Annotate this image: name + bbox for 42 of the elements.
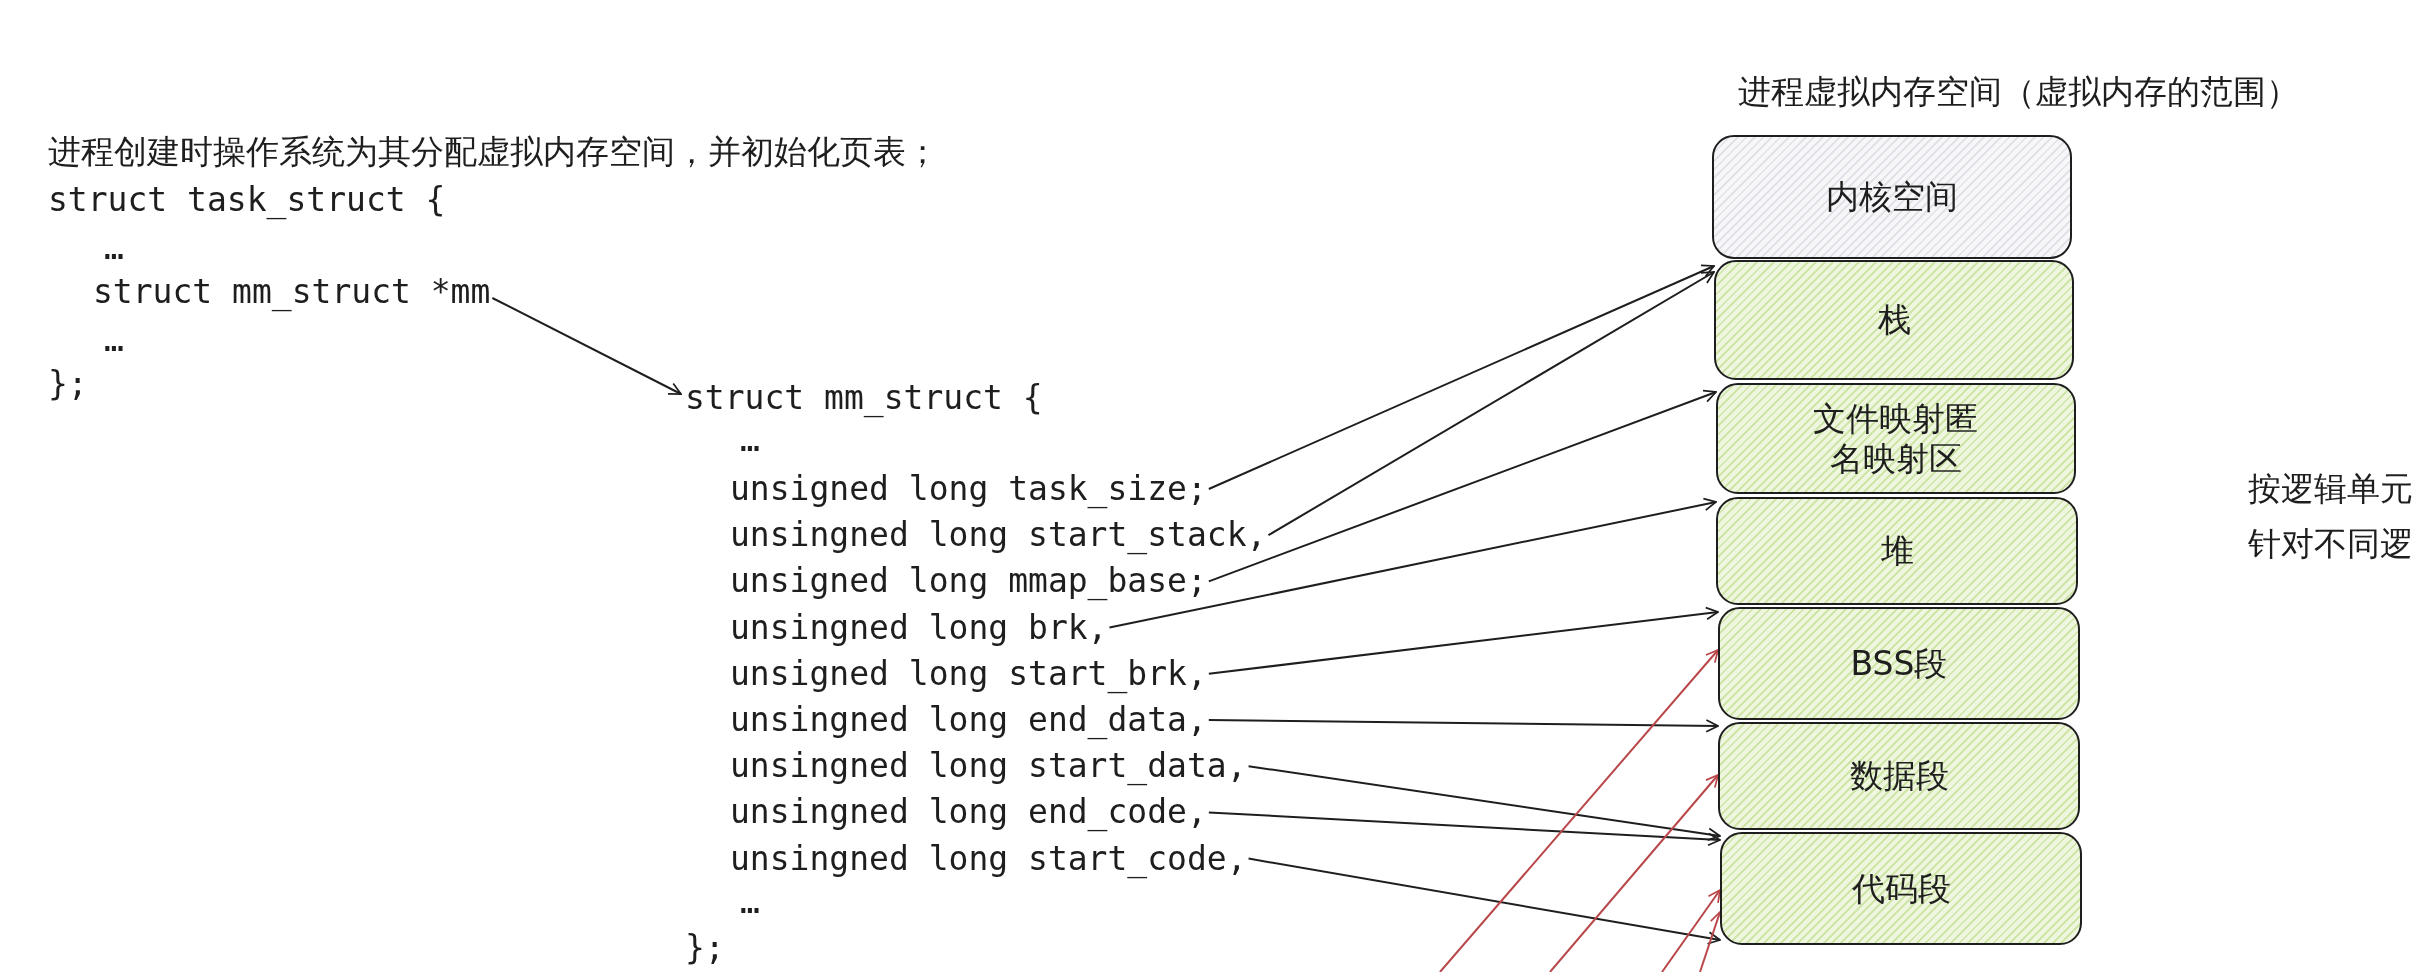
code-line: unsingned long end_code, bbox=[730, 790, 1207, 835]
code-line: struct task_struct { bbox=[48, 179, 446, 222]
code-line: unsingned long start_data, bbox=[730, 744, 1247, 789]
side-note: 针对不同逻 bbox=[2248, 523, 2413, 565]
memory-segment-box: 栈 bbox=[1714, 260, 2074, 380]
memory-segment-box: 代码段 bbox=[1720, 832, 2082, 945]
memory-segment-box: 文件映射匿名映射区 bbox=[1716, 383, 2076, 494]
arrow bbox=[1207, 606, 1719, 675]
arrow bbox=[1247, 765, 1721, 841]
memory-segment-box: 堆 bbox=[1716, 497, 2078, 605]
code-line: unsigned long task_size; bbox=[730, 467, 1207, 511]
code-line: … bbox=[740, 419, 760, 461]
arrow bbox=[1661, 889, 1721, 972]
arrow bbox=[491, 297, 682, 395]
code-line: … bbox=[740, 881, 760, 923]
arrow bbox=[1207, 264, 1715, 490]
code-line: unsingned long start_stack, bbox=[730, 513, 1267, 558]
arrow bbox=[1207, 389, 1717, 583]
code-line: struct mm_struct *mm bbox=[93, 270, 491, 314]
arrow bbox=[1247, 857, 1721, 945]
heading: 进程虚拟内存空间（虚拟内存的范围） bbox=[1738, 71, 2299, 113]
code-line: unsingned long end_data, bbox=[730, 698, 1207, 742]
code-line: }; bbox=[685, 927, 725, 969]
memory-segment-box: 数据段 bbox=[1718, 722, 2080, 830]
intro-text: 进程创建时操作系统为其分配虚拟内存空间，并初始化页表； bbox=[48, 131, 939, 173]
arrow bbox=[1207, 811, 1721, 847]
arrow bbox=[1267, 271, 1715, 537]
code-line: … bbox=[104, 227, 124, 269]
code-line: }; bbox=[48, 363, 88, 405]
code-line: unsingned long start_code, bbox=[730, 836, 1247, 881]
arrow bbox=[1108, 497, 1717, 629]
code-line: unsigned long mmap_base; bbox=[730, 559, 1207, 604]
code-line: struct mm_struct { bbox=[685, 376, 1043, 420]
memory-segment-box: 内核空间 bbox=[1712, 135, 2072, 259]
code-line: unsingned long brk, bbox=[730, 605, 1108, 650]
memory-segment-box: BSS段 bbox=[1718, 607, 2080, 720]
code-line: … bbox=[104, 319, 124, 361]
arrow bbox=[1549, 774, 1719, 972]
arrow bbox=[1207, 719, 1719, 733]
code-line: unsigned long start_brk, bbox=[730, 651, 1207, 696]
side-note: 按逻辑单元 bbox=[2248, 468, 2413, 510]
arrow bbox=[1439, 649, 1719, 972]
